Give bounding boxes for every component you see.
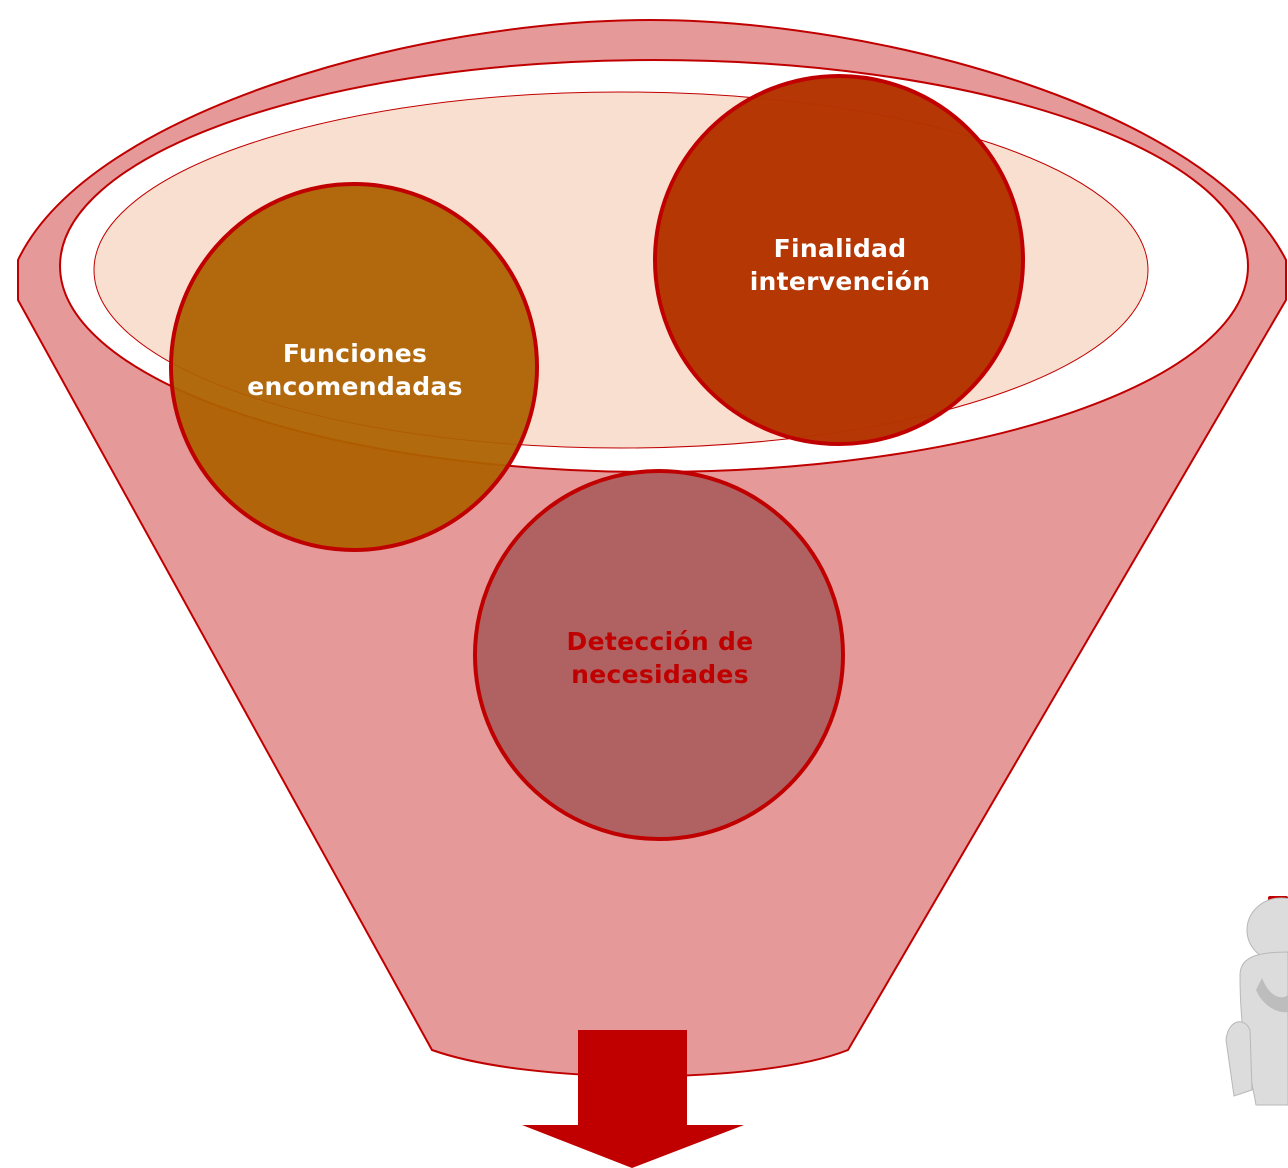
thinking-person-icon bbox=[1225, 896, 1288, 1106]
label-deteccion-necesidades: Detección de necesidades bbox=[566, 627, 754, 689]
circle-finalidad bbox=[653, 74, 1025, 446]
label-finalidad-intervencion: Finalidad intervención bbox=[749, 234, 931, 296]
down-arrow-icon bbox=[522, 1030, 744, 1168]
circle-funciones bbox=[169, 182, 539, 552]
circle-deteccion bbox=[473, 469, 845, 841]
label-funciones-encomendadas: Funciones encomendadas bbox=[247, 339, 463, 401]
